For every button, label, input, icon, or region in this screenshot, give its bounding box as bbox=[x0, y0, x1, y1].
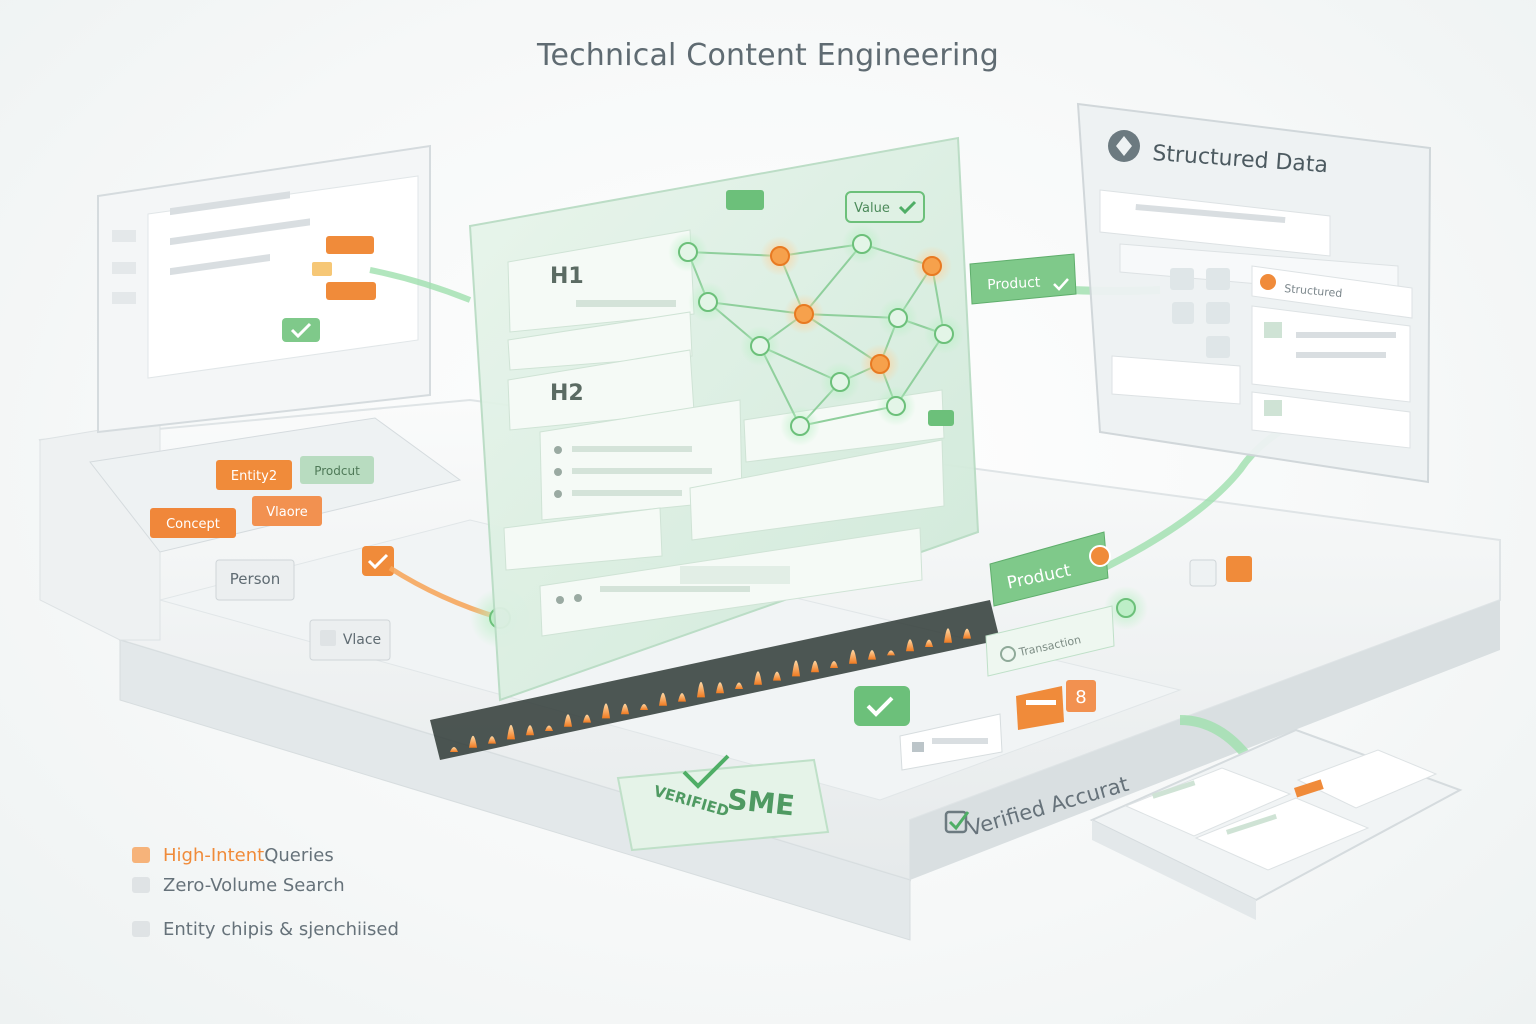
left-monitor bbox=[97, 144, 431, 434]
entity-chip[interactable] bbox=[215, 559, 295, 601]
heat-flame bbox=[602, 703, 610, 719]
heat-flame bbox=[887, 650, 895, 656]
heat-flame bbox=[963, 628, 971, 639]
heat-flame bbox=[906, 639, 914, 652]
graph-node bbox=[698, 292, 718, 312]
center-panel: H1 H2 Value bbox=[468, 136, 980, 702]
entity-chip-label: Prodcut bbox=[314, 464, 360, 478]
document-tray bbox=[1089, 728, 1463, 920]
legend: High-Intent Queries Zero-Volume Search E… bbox=[132, 840, 399, 944]
graph-node bbox=[934, 324, 954, 344]
heat-flame bbox=[450, 747, 458, 752]
legend-item-zero-volume: Zero-Volume Search bbox=[132, 870, 399, 900]
graph-node bbox=[852, 234, 872, 254]
heat-flame bbox=[925, 639, 933, 647]
graph-node-highlight bbox=[922, 256, 942, 276]
heat-flame bbox=[545, 725, 553, 731]
left-monitor-orange-tag bbox=[326, 282, 376, 300]
heat-flame bbox=[792, 660, 800, 677]
heat-flame bbox=[507, 724, 515, 740]
product-pill-top-label: Product bbox=[987, 275, 1041, 294]
legend-entity-chips-label: Entity chipis & sjenchiised bbox=[163, 918, 399, 940]
entity-tray: Entity2 Concept Vlaore Prodcut Person Vl… bbox=[89, 417, 462, 661]
left-monitor-orange-tag bbox=[326, 236, 374, 254]
base-platform bbox=[38, 398, 1501, 941]
structured-tag: Structured bbox=[1284, 282, 1343, 300]
entity-chip-label: Concept bbox=[166, 517, 220, 532]
legend-high-intent-rest: Queries bbox=[264, 844, 334, 866]
heat-flame bbox=[697, 681, 705, 698]
heat-flame bbox=[868, 650, 876, 660]
page-title: Technical Content Engineering bbox=[537, 38, 999, 73]
heat-flame bbox=[469, 735, 477, 748]
entity-chip-label: Entity2 bbox=[231, 469, 277, 484]
sme-stamp-main: SME bbox=[726, 783, 796, 823]
entity-chip-label: Person bbox=[230, 570, 280, 588]
legend-zero-volume-label: Zero-Volume Search bbox=[163, 874, 345, 896]
entity-chip[interactable] bbox=[150, 508, 236, 538]
heat-flame bbox=[659, 692, 667, 706]
graph-node bbox=[678, 242, 698, 262]
value-badge-label: Value bbox=[854, 201, 890, 216]
heat-flame bbox=[811, 660, 819, 673]
graph-node-highlight bbox=[794, 304, 814, 324]
legend-swatch-grey bbox=[132, 921, 150, 937]
knowledge-graph bbox=[668, 224, 964, 446]
transaction-card: Transaction 8 bbox=[854, 556, 1252, 771]
left-monitor-check bbox=[282, 318, 320, 342]
heat-flame bbox=[678, 693, 686, 702]
entity-chip[interactable] bbox=[252, 496, 322, 526]
graph-node bbox=[886, 396, 906, 416]
heat-flame bbox=[830, 661, 838, 668]
graph-node bbox=[888, 308, 908, 328]
entity-chip-label: Vlaore bbox=[266, 505, 307, 520]
graph-node-highlight bbox=[770, 246, 790, 266]
graph-node-highlight bbox=[870, 354, 890, 374]
legend-swatch-grey bbox=[132, 877, 150, 893]
product-pill-bottom[interactable]: Product bbox=[989, 531, 1111, 607]
heat-flame bbox=[716, 682, 724, 694]
svg-text:8: 8 bbox=[1075, 687, 1086, 708]
heat-flame bbox=[773, 671, 781, 681]
entity-chip[interactable] bbox=[216, 460, 292, 490]
heat-flame bbox=[583, 714, 591, 723]
graph-node bbox=[830, 372, 850, 392]
entity-check bbox=[362, 546, 394, 576]
sme-verified-stamp: SME VERIFIED bbox=[616, 754, 830, 852]
structured-tag-row bbox=[1251, 265, 1413, 319]
heat-strip bbox=[430, 600, 1000, 760]
entity-chip[interactable] bbox=[300, 456, 374, 484]
value-badge bbox=[845, 191, 925, 223]
entity-chip-label: Vlace bbox=[343, 632, 381, 648]
legend-item-high-intent: High-Intent Queries bbox=[132, 840, 399, 870]
heat-flame bbox=[754, 671, 762, 685]
heat-flame bbox=[526, 725, 534, 736]
graph-node bbox=[750, 336, 770, 356]
heat-flame bbox=[735, 682, 743, 689]
heat-flame bbox=[488, 736, 496, 744]
product-pill-top[interactable]: Product bbox=[969, 253, 1077, 305]
heat-flame bbox=[640, 704, 648, 710]
heat-flame bbox=[944, 628, 952, 643]
legend-high-intent-highlight: High-Intent bbox=[163, 844, 265, 866]
heat-flame bbox=[621, 703, 629, 715]
heat-flame bbox=[849, 649, 857, 664]
heading-h1: H1 bbox=[550, 264, 584, 289]
legend-item-entity-chips: Entity chipis & sjenchiised bbox=[132, 914, 399, 944]
heat-flame bbox=[564, 714, 572, 727]
legend-swatch-orange bbox=[132, 847, 150, 863]
graph-node bbox=[790, 416, 810, 436]
structured-data-panel: Structured Data Structured bbox=[1076, 102, 1432, 484]
heading-h2: H2 bbox=[550, 381, 584, 406]
